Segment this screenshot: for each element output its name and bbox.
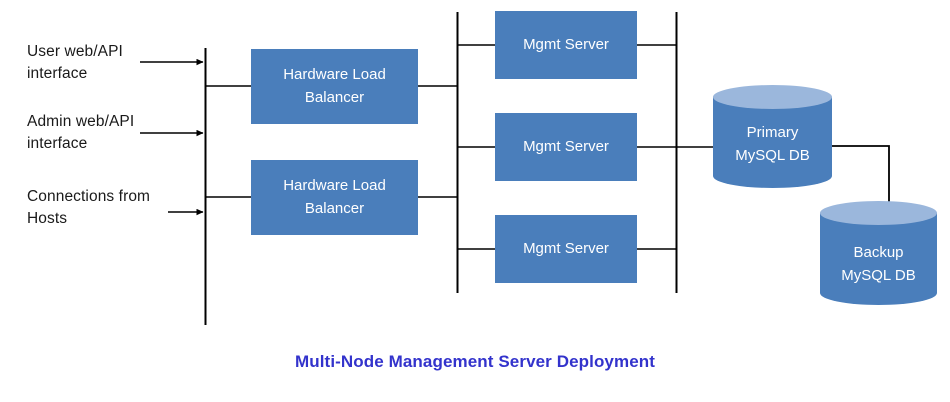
cylinder-top bbox=[820, 201, 937, 225]
node-hardware-load-balancer-2[interactable]: Hardware Load Balancer bbox=[251, 160, 418, 235]
node-primary-mysql-db[interactable]: Primary MySQL DB bbox=[713, 85, 832, 188]
node-label: Primary MySQL DB bbox=[735, 124, 810, 164]
input-label-user-web-api: User web/API interface bbox=[27, 43, 123, 83]
cylinder-body bbox=[713, 97, 832, 176]
diagram-title: Multi-Node Management Server Deployment bbox=[294, 352, 656, 371]
node-label: Hardware Load Balancer bbox=[283, 177, 386, 217]
node-label: Mgmt Server bbox=[523, 35, 609, 53]
node-backup-mysql-db[interactable]: Backup MySQL DB bbox=[820, 201, 937, 305]
node-mgmt-server-2[interactable]: Mgmt Server bbox=[495, 113, 637, 181]
node-label: Mgmt Server bbox=[523, 137, 609, 155]
input-label-admin-web-api: Admin web/API interface bbox=[27, 113, 135, 153]
node-mgmt-server-1[interactable]: Mgmt Server bbox=[495, 11, 637, 79]
node-mgmt-server-3[interactable]: Mgmt Server bbox=[495, 215, 637, 283]
cylinder-top bbox=[713, 85, 832, 109]
cylinder-body bbox=[820, 213, 937, 293]
node-hardware-load-balancer-1[interactable]: Hardware Load Balancer bbox=[251, 49, 418, 124]
node-label: Backup MySQL DB bbox=[841, 244, 916, 284]
node-label: Mgmt Server bbox=[523, 239, 609, 257]
cylinder-bottom bbox=[713, 164, 832, 188]
node-label: Hardware Load Balancer bbox=[283, 66, 386, 106]
input-label-connections-from-hosts: Connections from Hosts bbox=[27, 188, 151, 228]
link-primary-db-to-backup-db bbox=[831, 145, 890, 216]
cylinder-bottom bbox=[820, 281, 937, 305]
